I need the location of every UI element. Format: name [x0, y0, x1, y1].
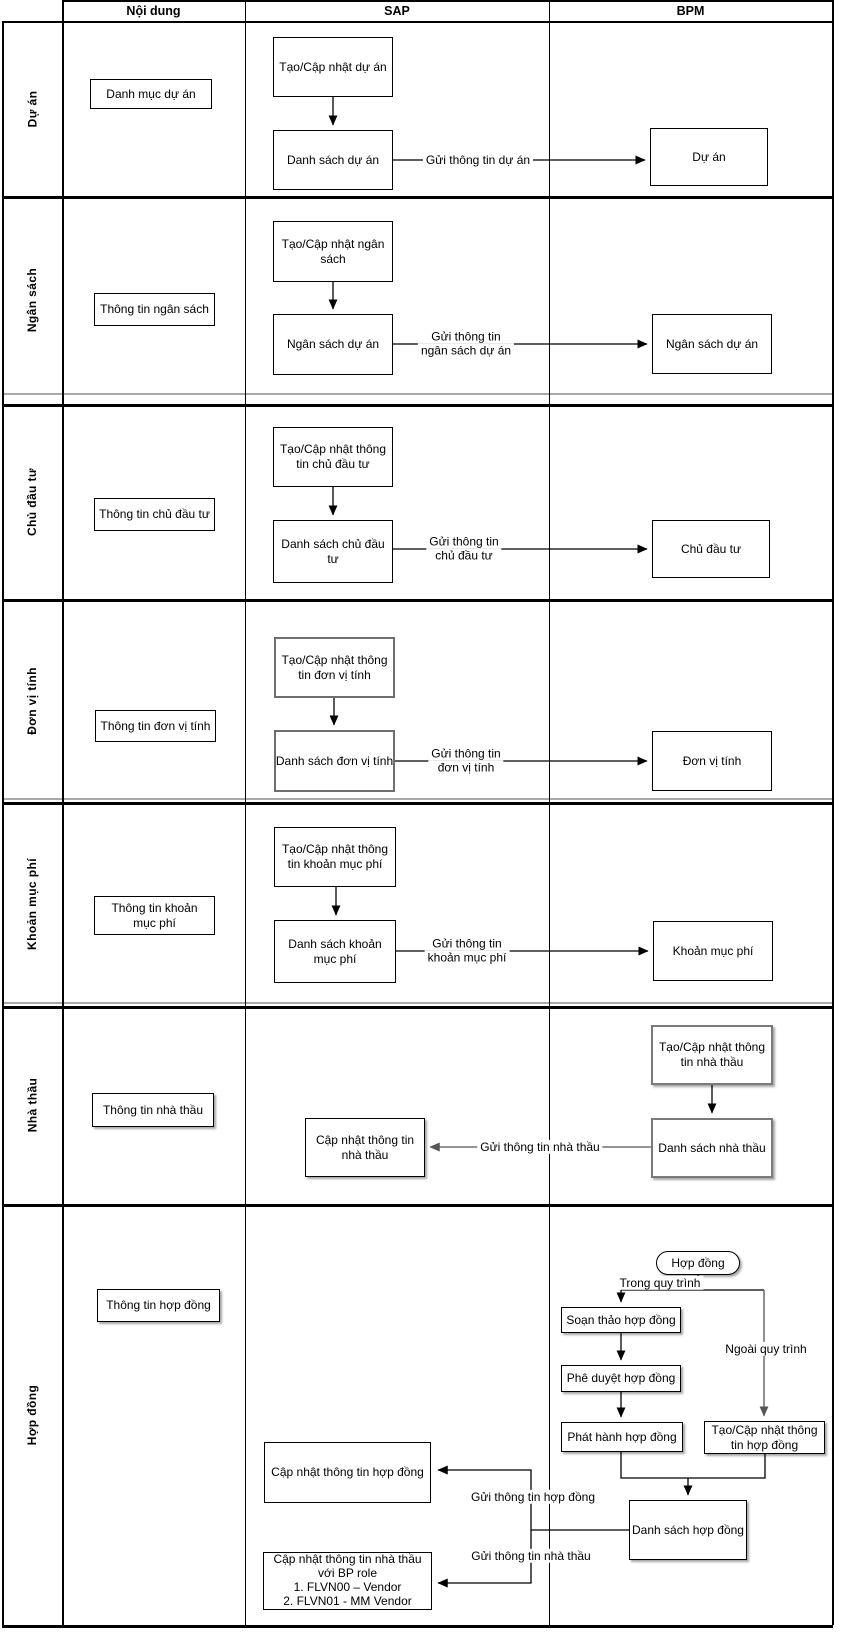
lane-separator: [2, 1006, 833, 1009]
edge-label-gui-nha-thau: Gửi thông tin nhà thầu: [477, 1139, 603, 1155]
lane-separator: [2, 404, 833, 407]
node-tao-cap-nhat-nha-thau: Tạo/Cập nhật thông tin nhà thầu: [651, 1025, 773, 1085]
node-tao-cap-nhat-hop-dong: Tạo/Cập nhật thông tin hợp đồng: [704, 1421, 825, 1454]
node-danh-sach-don-vi-tinh: Danh sách đơn vị tính: [274, 730, 395, 792]
table-bottom-border: [2, 1625, 833, 1628]
lane-separator-shadow: [2, 393, 833, 395]
lane-label-don-vi-tinh: Đơn vị tính: [25, 666, 39, 735]
node-thong-tin-ngan-sach: Thông tin ngân sách: [94, 293, 215, 326]
lane-label-nha-thau: Nhà thầu: [24, 1077, 39, 1133]
header-bottom-border: [2, 21, 833, 23]
column-header-bpm: BPM: [549, 0, 832, 22]
column-header-label: Nội dung: [126, 4, 181, 18]
column-header-sap: SAP: [245, 0, 549, 22]
lane-separator-shadow: [2, 1002, 833, 1004]
edge-label-gui-du-an: Gửi thông tin dự án: [422, 152, 534, 168]
lane-column-border: [62, 0, 64, 1625]
node-sap-ngan-sach-du-an: Ngân sách dự án: [273, 314, 393, 375]
lane-label-khoan-muc-phi: Khoản mục phí: [25, 858, 39, 950]
edge-label-gui-hop-dong: Gửi thông tin hợp đồng: [468, 1489, 598, 1505]
node-cap-nhat-nha-thau-bp-role: Cập nhật thông tin nhà thầu với BP role …: [263, 1552, 432, 1610]
lane-label-hop-dong: Hợp đồng: [25, 1384, 40, 1445]
node-bpm-don-vi-tinh: Đơn vị tính: [652, 731, 772, 791]
node-thong-tin-nha-thau: Thông tin nhà thầu: [92, 1093, 214, 1127]
lane-separator: [2, 599, 833, 602]
edge-label-gui-khoan-muc-phi: Gửi thông tin khoản mục phí: [424, 936, 510, 966]
node-thong-tin-hop-dong: Thông tin hợp đồng: [97, 1289, 220, 1322]
edge-merge-to-danh-sach: [620, 1452, 766, 1479]
edge-label-gui-ngan-sach: Gửi thông tin ngân sách dự án: [417, 329, 515, 359]
node-bpm-du-an: Dự án: [650, 128, 768, 186]
column-header-noidung: Nội dung: [62, 0, 245, 22]
lane-label-du-an: Dự án: [24, 90, 39, 128]
node-hop-dong-start: Hợp đồng: [656, 1251, 740, 1275]
node-bpm-khoan-muc-phi: Khoản mục phí: [653, 921, 773, 981]
header-top-border: [62, 0, 833, 2]
node-cap-nhat-thong-tin-nha-thau: Cập nhật thông tin nhà thầu: [305, 1118, 425, 1177]
node-danh-sach-chu-dau-tu: Danh sách chủ đầu tư: [273, 520, 393, 583]
column-border-noidung-sap: [245, 0, 246, 1625]
lane-separator: [2, 802, 833, 805]
node-danh-sach-nha-thau: Danh sách nhà thầu: [651, 1118, 773, 1178]
node-danh-muc-du-an: Danh mục dự án: [90, 79, 212, 109]
node-danh-sach-hop-dong: Danh sách hợp đồng: [629, 1500, 747, 1560]
edge-label-trong-quy-trinh: Trong quy trình: [616, 1275, 704, 1291]
lane-label-chu-dau-tu: Chủ đầu tư: [25, 467, 40, 536]
column-border-sap-bpm: [549, 0, 550, 1625]
edge-label-gui-don-vi-tinh: Gửi thông tin đơn vị tính: [428, 746, 504, 776]
node-tao-cap-nhat-khoan-muc-phi: Tạo/Cập nhật thông tin khoản mục phí: [274, 827, 396, 887]
lane-label-ngan-sach: Ngân sách: [25, 267, 40, 333]
edge-label-gui-nha-thau-2: Gửi thông tin nhà thầu: [468, 1548, 594, 1564]
node-thong-tin-chu-dau-tu: Thông tin chủ đầu tư: [94, 498, 215, 531]
node-phat-hanh-hop-dong: Phát hành hợp đồng: [561, 1422, 683, 1452]
node-thong-tin-don-vi-tinh: Thông tin đơn vị tính: [95, 710, 216, 742]
node-bpm-chu-dau-tu: Chủ đầu tư: [652, 520, 770, 578]
node-phe-duyet-hop-dong: Phê duyệt hợp đồng: [561, 1365, 681, 1392]
node-tao-cap-nhat-don-vi-tinh: Tạo/Cập nhật thông tin đơn vị tính: [274, 637, 395, 698]
edge-label-ngoai-quy-trinh: Ngoài quy trình: [722, 1341, 810, 1357]
node-tao-cap-nhat-chu-dau-tu: Tạo/Cập nhật thông tin chủ đầu tư: [273, 427, 393, 487]
node-danh-sach-khoan-muc-phi: Danh sách khoản mục phí: [274, 920, 396, 983]
node-cap-nhat-thong-tin-hop-dong: Cập nhật thông tin hợp đồng: [264, 1442, 431, 1503]
lane-separator-shadow: [2, 798, 833, 800]
edge-label-gui-chu-dau-tu: Gửi thông tin chủ đầu tư: [426, 534, 502, 564]
node-danh-sach-du-an: Danh sách dự án: [273, 130, 393, 190]
node-thong-tin-khoan-muc-phi: Thông tin khoản mục phí: [94, 896, 215, 935]
node-tao-cap-nhat-ngan-sach: Tạo/Cập nhật ngân sách: [273, 221, 393, 282]
node-tao-cap-nhat-du-an: Tạo/Cập nhật dự án: [273, 37, 393, 97]
table-right-border: [832, 0, 834, 1625]
lane-separator: [2, 196, 833, 199]
lane-separator: [2, 1204, 833, 1207]
node-bpm-ngan-sach-du-an: Ngân sách dự án: [652, 314, 772, 374]
column-header-label: BPM: [676, 4, 705, 18]
table-left-border: [2, 22, 4, 1625]
node-soan-thao-hop-dong: Soạn thảo hợp đồng: [561, 1307, 681, 1333]
column-header-label: SAP: [384, 4, 410, 18]
bp-role-text: Cập nhật thông tin nhà thầu với BP role …: [273, 1552, 422, 1608]
